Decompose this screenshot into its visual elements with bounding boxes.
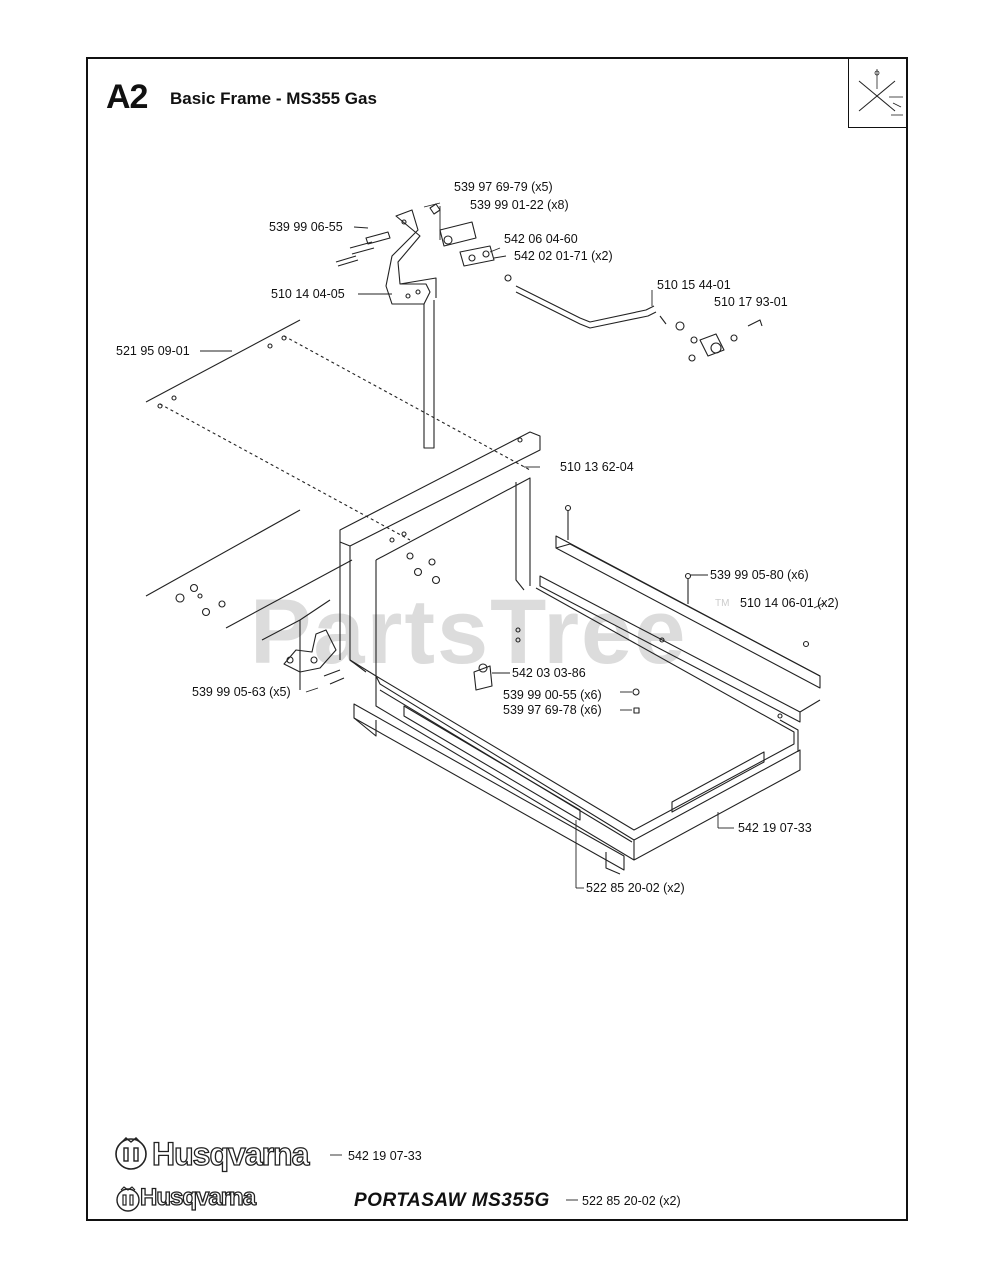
part-label: 542 02 01-71 (x2) [514, 249, 613, 263]
part-label: 510 14 06-01 (x2) [740, 596, 839, 610]
portasaw-decal: PORTASAW MS355G [354, 1190, 550, 1211]
part-label: 542 06 04-60 [504, 232, 578, 246]
part-label: 510 15 44-01 [657, 278, 731, 292]
decal-part-label: 522 85 20-02 (x2) [582, 1194, 681, 1208]
part-label: 510 13 62-04 [560, 460, 634, 474]
part-label: 539 97 69-79 (x5) [454, 180, 553, 194]
part-label: 539 99 06-55 [269, 220, 343, 234]
part-label: 522 85 20-02 (x2) [586, 881, 685, 895]
part-label: 510 17 93-01 [714, 295, 788, 309]
page-title: Basic Frame - MS355 Gas [170, 89, 377, 108]
husqvarna-decal-large: Husqvarna [151, 1135, 310, 1172]
section-code: A2 [106, 78, 148, 116]
part-label: 539 99 05-63 (x5) [192, 685, 291, 699]
part-label: 539 97 69-78 (x6) [503, 703, 602, 717]
part-label: 539 99 00-55 (x6) [503, 688, 602, 702]
watermark-tm: TM [715, 598, 730, 609]
part-label: 521 95 09-01 [116, 344, 190, 358]
part-label: 539 99 01-22 (x8) [470, 198, 569, 212]
husqvarna-decal-small: Husqvarna [139, 1183, 256, 1211]
orientation-icon [848, 59, 907, 128]
husqvarna-crown-logo-icon [112, 1134, 150, 1177]
husqvarna-crown-logo-icon [114, 1184, 142, 1219]
decal-part-label: 542 19 07-33 [348, 1149, 422, 1163]
part-label: 510 14 04-05 [271, 287, 345, 301]
watermark: PartsTree [250, 581, 688, 683]
diagram-frame [86, 57, 908, 1221]
part-label: 539 99 05-80 (x6) [710, 568, 809, 582]
part-label: 542 19 07-33 [738, 821, 812, 835]
part-label: 542 03 03-86 [512, 666, 586, 680]
